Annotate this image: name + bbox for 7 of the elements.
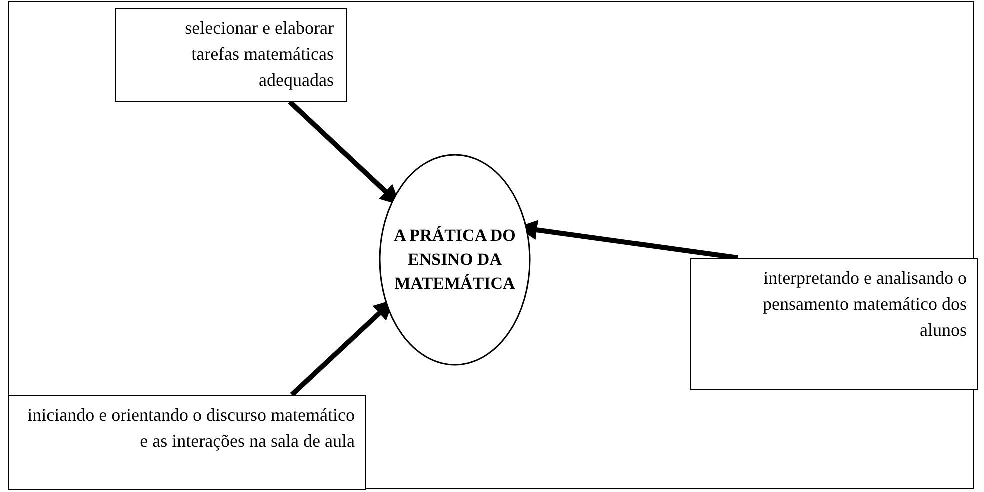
box-text: interpretando e analisando o pensamento matemático dos alunos [763,268,967,340]
central-concept: A PRÁTICA DO ENSINO DA MATEMÁTICA [393,225,517,295]
text-box [8,395,366,490]
box-text: selecionar e elaborar tarefas matemáticas adequadas [185,18,334,90]
text-box [690,258,978,390]
box-text: iniciando e orientando o discurso matemático e as interações na sala de aula [28,405,355,451]
text-box [115,8,347,102]
